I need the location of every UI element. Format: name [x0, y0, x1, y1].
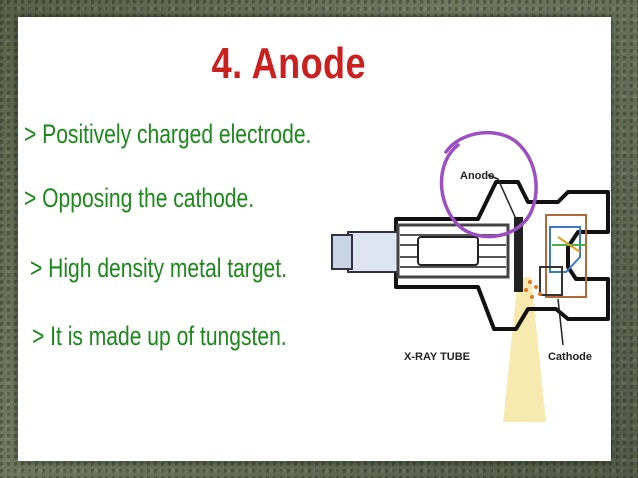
slide-title: 4. Anode	[211, 39, 366, 88]
cathode-label: Cathode	[548, 351, 592, 363]
anode-target	[514, 217, 523, 292]
anode-stem-rod	[396, 223, 510, 279]
cathode-assembly	[545, 214, 587, 298]
bullet-high-density-target: > High density metal target.	[30, 253, 287, 283]
xray-tube-diagram: Anode X-RAY TUBE Cathode	[331, 131, 610, 422]
anode-circle-annotation	[439, 131, 538, 239]
slide: 4. Anode > Positively charged electrode.…	[18, 17, 611, 461]
anode-label: Anode	[460, 170, 494, 182]
bullet-positively-charged: > Positively charged electrode.	[24, 119, 312, 149]
bullet-tungsten: > It is made up of tungsten.	[32, 321, 287, 351]
bullet-opposing-cathode: > Opposing the cathode.	[24, 183, 255, 213]
xray-beam	[503, 277, 546, 422]
tube-envelope	[394, 180, 610, 331]
xray-tube-label: X-RAY TUBE	[404, 351, 470, 363]
anode-stem-cap	[331, 234, 353, 270]
anode-stem-housing	[347, 231, 399, 273]
